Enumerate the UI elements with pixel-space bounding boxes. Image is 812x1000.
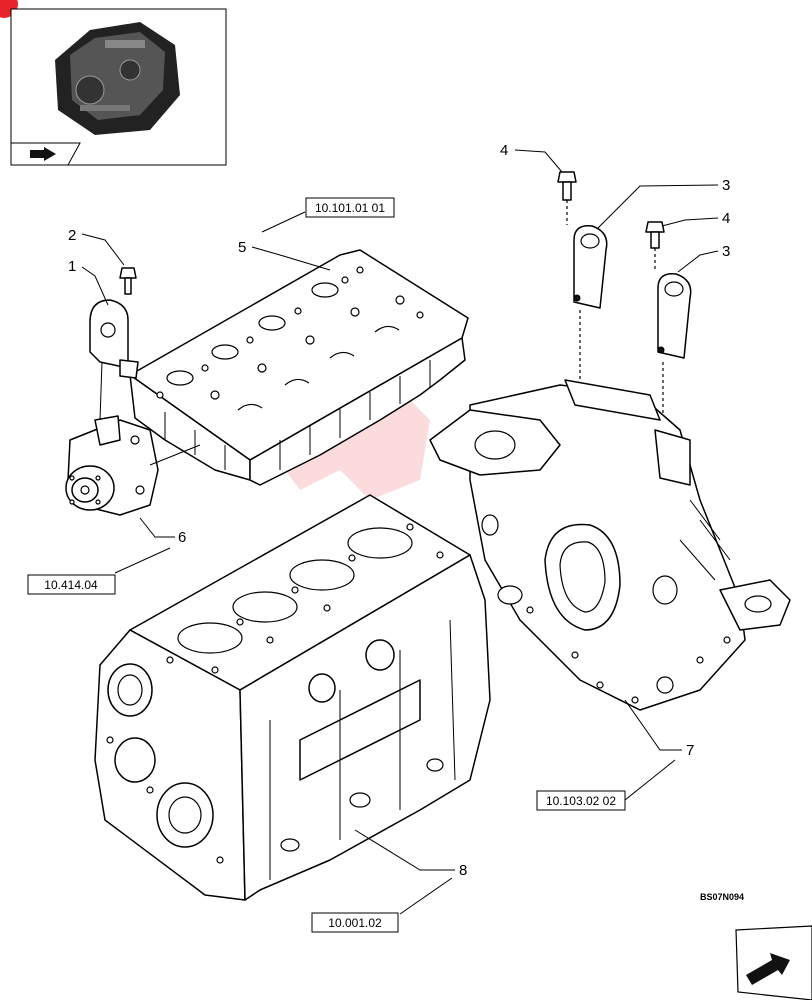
image-code: BS07N094	[700, 892, 744, 902]
callout-2: 2	[68, 227, 76, 244]
ref-head-text: 10.101.01 01	[315, 201, 385, 215]
ref-box-housing[interactable]: 10.103.02 02	[536, 790, 626, 811]
ref-box-head[interactable]: 10.101.01 01	[305, 197, 395, 218]
ref-pump-text: 10.414.04	[44, 578, 98, 592]
ref-box-block[interactable]: 10.001.02	[311, 912, 399, 933]
callout-1: 1	[68, 258, 76, 275]
cylinder-head[interactable]	[129, 249, 469, 486]
water-pump[interactable]	[65, 361, 201, 516]
engine-thumbnail[interactable]	[10, 8, 227, 166]
screw-4a[interactable]	[557, 171, 577, 201]
housing-bolt-holes	[526, 606, 731, 704]
lifting-eye-3a[interactable]	[573, 225, 608, 309]
callout-8: 8	[459, 862, 467, 879]
callout-7: 7	[686, 742, 694, 759]
callout-4b: 4	[722, 210, 730, 227]
lifting-bracket-1[interactable]	[89, 299, 139, 379]
ref-block-text: 10.001.02	[328, 916, 382, 930]
flywheel-housing[interactable]	[429, 379, 791, 711]
head-holes	[156, 266, 424, 411]
head-ribs	[164, 360, 431, 470]
callout-3a: 3	[722, 177, 730, 194]
ref-box-pump[interactable]: 10.414.04	[27, 574, 116, 595]
callout-3b: 3	[722, 243, 730, 260]
callout-4a: 4	[500, 142, 508, 159]
screw-4b[interactable]	[645, 221, 665, 249]
leader-lines	[81, 149, 719, 915]
lifting-eye-3b[interactable]	[657, 273, 692, 359]
screw-2[interactable]	[119, 267, 137, 295]
engine-thumbnail-image	[55, 22, 180, 135]
back-arrow-icon[interactable]	[30, 147, 56, 161]
callout-6: 6	[178, 529, 186, 546]
cylinder-bores	[166, 523, 444, 674]
ref-housing-text: 10.103.02 02	[546, 794, 616, 808]
engine-block[interactable]	[94, 494, 491, 901]
next-page-arrow-icon[interactable]	[735, 925, 812, 1000]
callout-5: 5	[238, 239, 246, 256]
